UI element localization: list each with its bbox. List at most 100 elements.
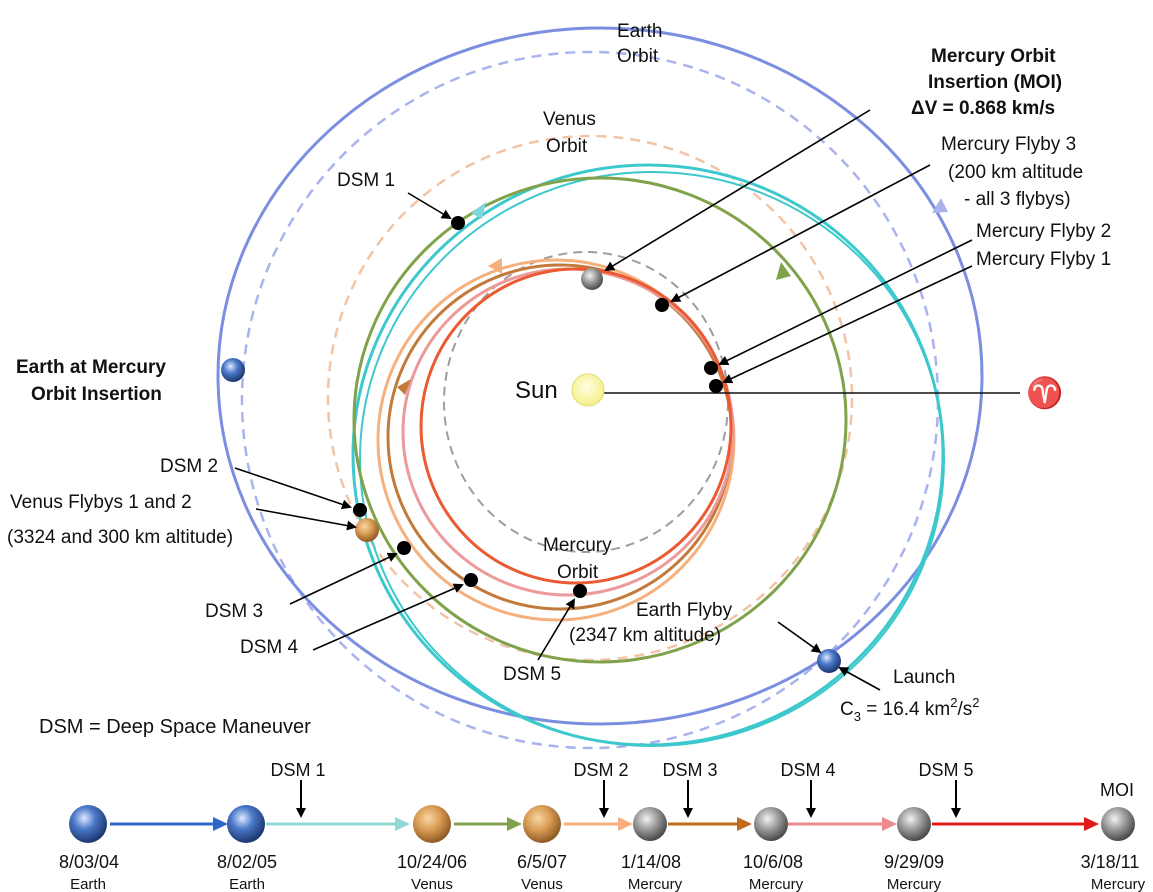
timeline-body: Venus bbox=[411, 876, 453, 892]
venus-flybys-label: (3324 and 300 km altitude) bbox=[7, 527, 233, 548]
event-dots bbox=[353, 216, 723, 598]
flyby3-label: - all 3 flybys) bbox=[964, 189, 1071, 210]
dsm1-dot bbox=[451, 216, 465, 230]
dsm-legend: DSM = Deep Space Maneuver bbox=[39, 716, 311, 738]
earth-flyby-label: Earth Flyby bbox=[636, 600, 733, 621]
trajectory-mercury-3-to-moi bbox=[419, 267, 733, 585]
trajectory-mercury-1-to-2 bbox=[386, 263, 734, 611]
timeline-body: Mercury bbox=[749, 876, 804, 892]
venus-icon bbox=[523, 805, 561, 843]
launch-arrow bbox=[838, 667, 881, 691]
moi-label: Mercury Orbit bbox=[931, 46, 1056, 67]
moi-label: Insertion (MOI) bbox=[928, 72, 1062, 93]
venus-icon bbox=[413, 805, 451, 843]
dsm5-arrow bbox=[537, 598, 576, 661]
venus-orbit-label: Orbit bbox=[546, 136, 588, 157]
earth-flyby-arrow bbox=[777, 621, 822, 654]
timeline-arrowhead bbox=[882, 817, 897, 831]
dsm3-label: DSM 3 bbox=[205, 601, 263, 622]
launch-c3-label: C3 = 16.4 km2/s2 bbox=[840, 695, 979, 724]
moi-arrow bbox=[604, 109, 871, 272]
mercury-icon bbox=[1101, 807, 1135, 841]
flyby1-dot bbox=[709, 379, 723, 393]
timeline-body: Mercury bbox=[887, 876, 942, 892]
trajectory-venus-to-venus bbox=[352, 176, 848, 664]
timeline-arrowhead bbox=[395, 817, 410, 831]
mercury-icon bbox=[633, 807, 667, 841]
diagram-labels: Earth Orbit Venus Orbit Mercury Orbit Me… bbox=[7, 21, 1111, 738]
flyby3-dot bbox=[655, 298, 669, 312]
sun-label: Sun bbox=[515, 377, 558, 404]
dsm3-arrow bbox=[289, 552, 398, 605]
dsm1-label: DSM 1 bbox=[337, 170, 395, 191]
mission-timeline: DSM 1 DSM 2 DSM 3 DSM 4 DSM 5 MOI 8/03/0… bbox=[59, 760, 1146, 892]
earth-flyby-label: (2347 km altitude) bbox=[569, 625, 721, 646]
launch-label: Launch bbox=[893, 667, 955, 688]
timeline-date: 9/29/09 bbox=[884, 852, 944, 872]
mercury-icon bbox=[581, 268, 603, 290]
flyby3-label: (200 km altitude bbox=[948, 162, 1083, 183]
timeline-arrowhead bbox=[1084, 817, 1099, 831]
dsm1-arrow bbox=[407, 192, 452, 220]
dsm2-arrow bbox=[234, 467, 352, 510]
dsm2-dot bbox=[353, 503, 367, 517]
planet-markers bbox=[221, 268, 841, 673]
timeline-dsm5-label: DSM 5 bbox=[918, 760, 973, 780]
trajectory-earth-to-earth bbox=[216, 26, 984, 726]
timeline-date: 6/5/07 bbox=[517, 852, 567, 872]
earth-moi-label: Earth at Mercury bbox=[16, 357, 166, 378]
flyby2-label: Mercury Flyby 2 bbox=[976, 221, 1111, 242]
timeline-dsm1-label: DSM 1 bbox=[270, 760, 325, 780]
timeline-date: 8/03/04 bbox=[59, 852, 119, 872]
venus-orbit-path bbox=[326, 134, 854, 662]
flyby2-arrow bbox=[718, 239, 973, 365]
venus-flyby-arrow bbox=[255, 508, 357, 531]
mercury-orbit-label: Mercury bbox=[543, 535, 612, 556]
arc-direction-arrow bbox=[488, 258, 502, 274]
timeline-arrowhead bbox=[618, 817, 633, 831]
timeline-body: Earth bbox=[229, 876, 265, 892]
flyby3-arrow bbox=[670, 164, 931, 302]
earth-icon bbox=[69, 805, 107, 843]
timeline-body: Mercury bbox=[1091, 876, 1146, 892]
dsm4-dot bbox=[464, 573, 478, 587]
trajectory-arcs bbox=[216, 26, 984, 747]
flyby1-arrow bbox=[722, 265, 973, 384]
dsm4-label: DSM 4 bbox=[240, 637, 299, 658]
dsm5-dot bbox=[573, 584, 587, 598]
earth-orbit-label: Earth bbox=[617, 21, 662, 42]
flyby3-label: Mercury Flyby 3 bbox=[941, 134, 1076, 155]
arc-direction-arrow bbox=[471, 202, 486, 219]
timeline-arrowhead bbox=[507, 817, 522, 831]
timeline-date: 1/14/08 bbox=[621, 852, 681, 872]
timeline-arrowhead bbox=[737, 817, 752, 831]
dsm5-label: DSM 5 bbox=[503, 664, 561, 685]
mercury-orbit-label: Orbit bbox=[557, 562, 599, 583]
arc-direction-arrow bbox=[776, 262, 791, 280]
timeline-dsm2-label: DSM 2 bbox=[573, 760, 628, 780]
sun-group: Sun ♈ bbox=[515, 373, 1063, 410]
arc-direction-arrow bbox=[397, 379, 411, 395]
dsm4-arrow bbox=[312, 583, 464, 651]
flyby1-label: Mercury Flyby 1 bbox=[976, 249, 1111, 270]
timeline-body: Earth bbox=[70, 876, 106, 892]
trajectory-earth-to-venus-2 bbox=[359, 171, 945, 747]
venus-flybys-label: Venus Flybys 1 and 2 bbox=[10, 492, 192, 513]
moi-delta-v: ΔV = 0.868 km/s bbox=[911, 98, 1055, 119]
earth-icon bbox=[817, 649, 841, 673]
timeline-body: Venus bbox=[521, 876, 563, 892]
sun-icon bbox=[571, 373, 605, 407]
mercury-icon bbox=[754, 807, 788, 841]
dsm3-dot bbox=[397, 541, 411, 555]
earth-icon bbox=[227, 805, 265, 843]
mercury-icon bbox=[897, 807, 931, 841]
dsm2-label: DSM 2 bbox=[160, 456, 218, 477]
earth-moi-label: Orbit Insertion bbox=[31, 384, 162, 405]
flyby2-dot bbox=[704, 361, 718, 375]
timeline-date: 10/6/08 bbox=[743, 852, 803, 872]
aries-symbol: ♈ bbox=[1026, 375, 1063, 410]
timeline-moi-label: MOI bbox=[1100, 780, 1134, 800]
venus-icon bbox=[355, 518, 379, 542]
